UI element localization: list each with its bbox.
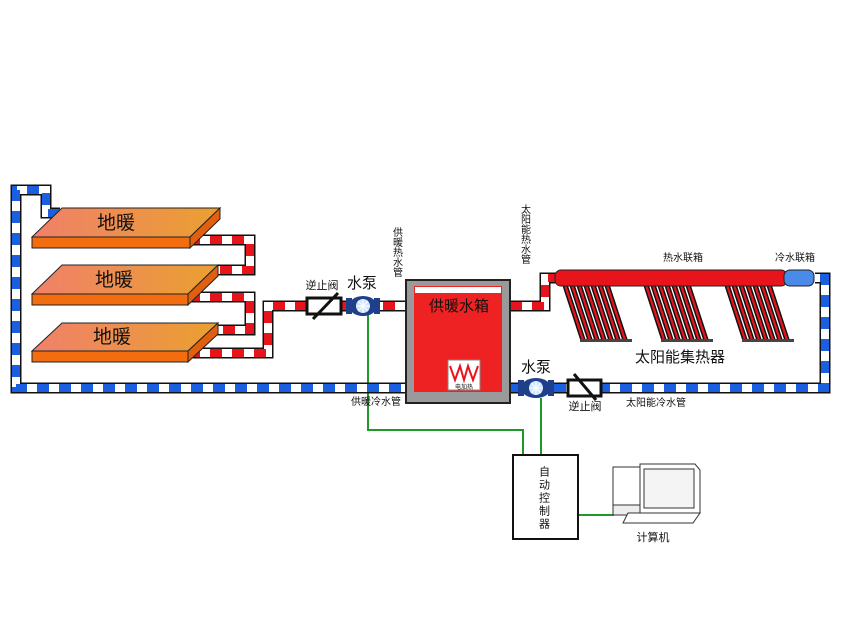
hot-pipes [188,234,556,359]
computer-label: 计算机 [637,530,670,544]
panel-label: 地暖 [95,269,133,291]
hot-header-label: 热水联箱 [663,251,703,264]
solar-cold-pipe-label: 太阳能冷水管 [626,396,686,409]
pump-icon [518,378,554,398]
heater-label: 电加热 [455,383,473,391]
check-valve-icon [305,291,343,321]
panel-label: 地暖 [97,212,135,234]
heating-water-tank: 电加热 [405,279,511,404]
collector-base [661,339,713,342]
solar-collector-tubes [561,284,794,342]
heating-hot-pipe-label: 供暖热水管 [391,226,403,278]
floor-heating-panel: 地暖 [30,206,222,250]
check-valve-icon [566,373,603,401]
collector-base [742,339,794,342]
computer-icon [612,463,701,524]
collector-label: 太阳能集热器 [635,348,725,366]
heater-icon [449,362,479,384]
header-pipe [554,269,815,287]
cold-header-label: 冷水联箱 [775,251,815,264]
left-check-valve-label: 逆止阀 [306,278,339,292]
pump-icon [346,296,380,316]
controller-label: 自动控制器 [538,466,551,531]
floor-heating-panel: 地暖 [30,263,220,307]
panel-label: 地暖 [93,326,131,348]
auto-controller [512,454,579,540]
heating-cold-pipe-label: 供暖冷水管 [351,395,401,408]
control-wires [367,315,614,516]
left-pump-label: 水泵 [347,274,377,292]
right-pump-label: 水泵 [521,358,551,376]
tank-label: 供暖水箱 [429,297,489,315]
floor-heating-panel: 地暖 [30,321,220,364]
right-check-valve-label: 逆止阀 [569,399,602,413]
collector-base [580,339,632,342]
solar-hot-pipe-label: 太阳能热水管 [519,203,531,265]
